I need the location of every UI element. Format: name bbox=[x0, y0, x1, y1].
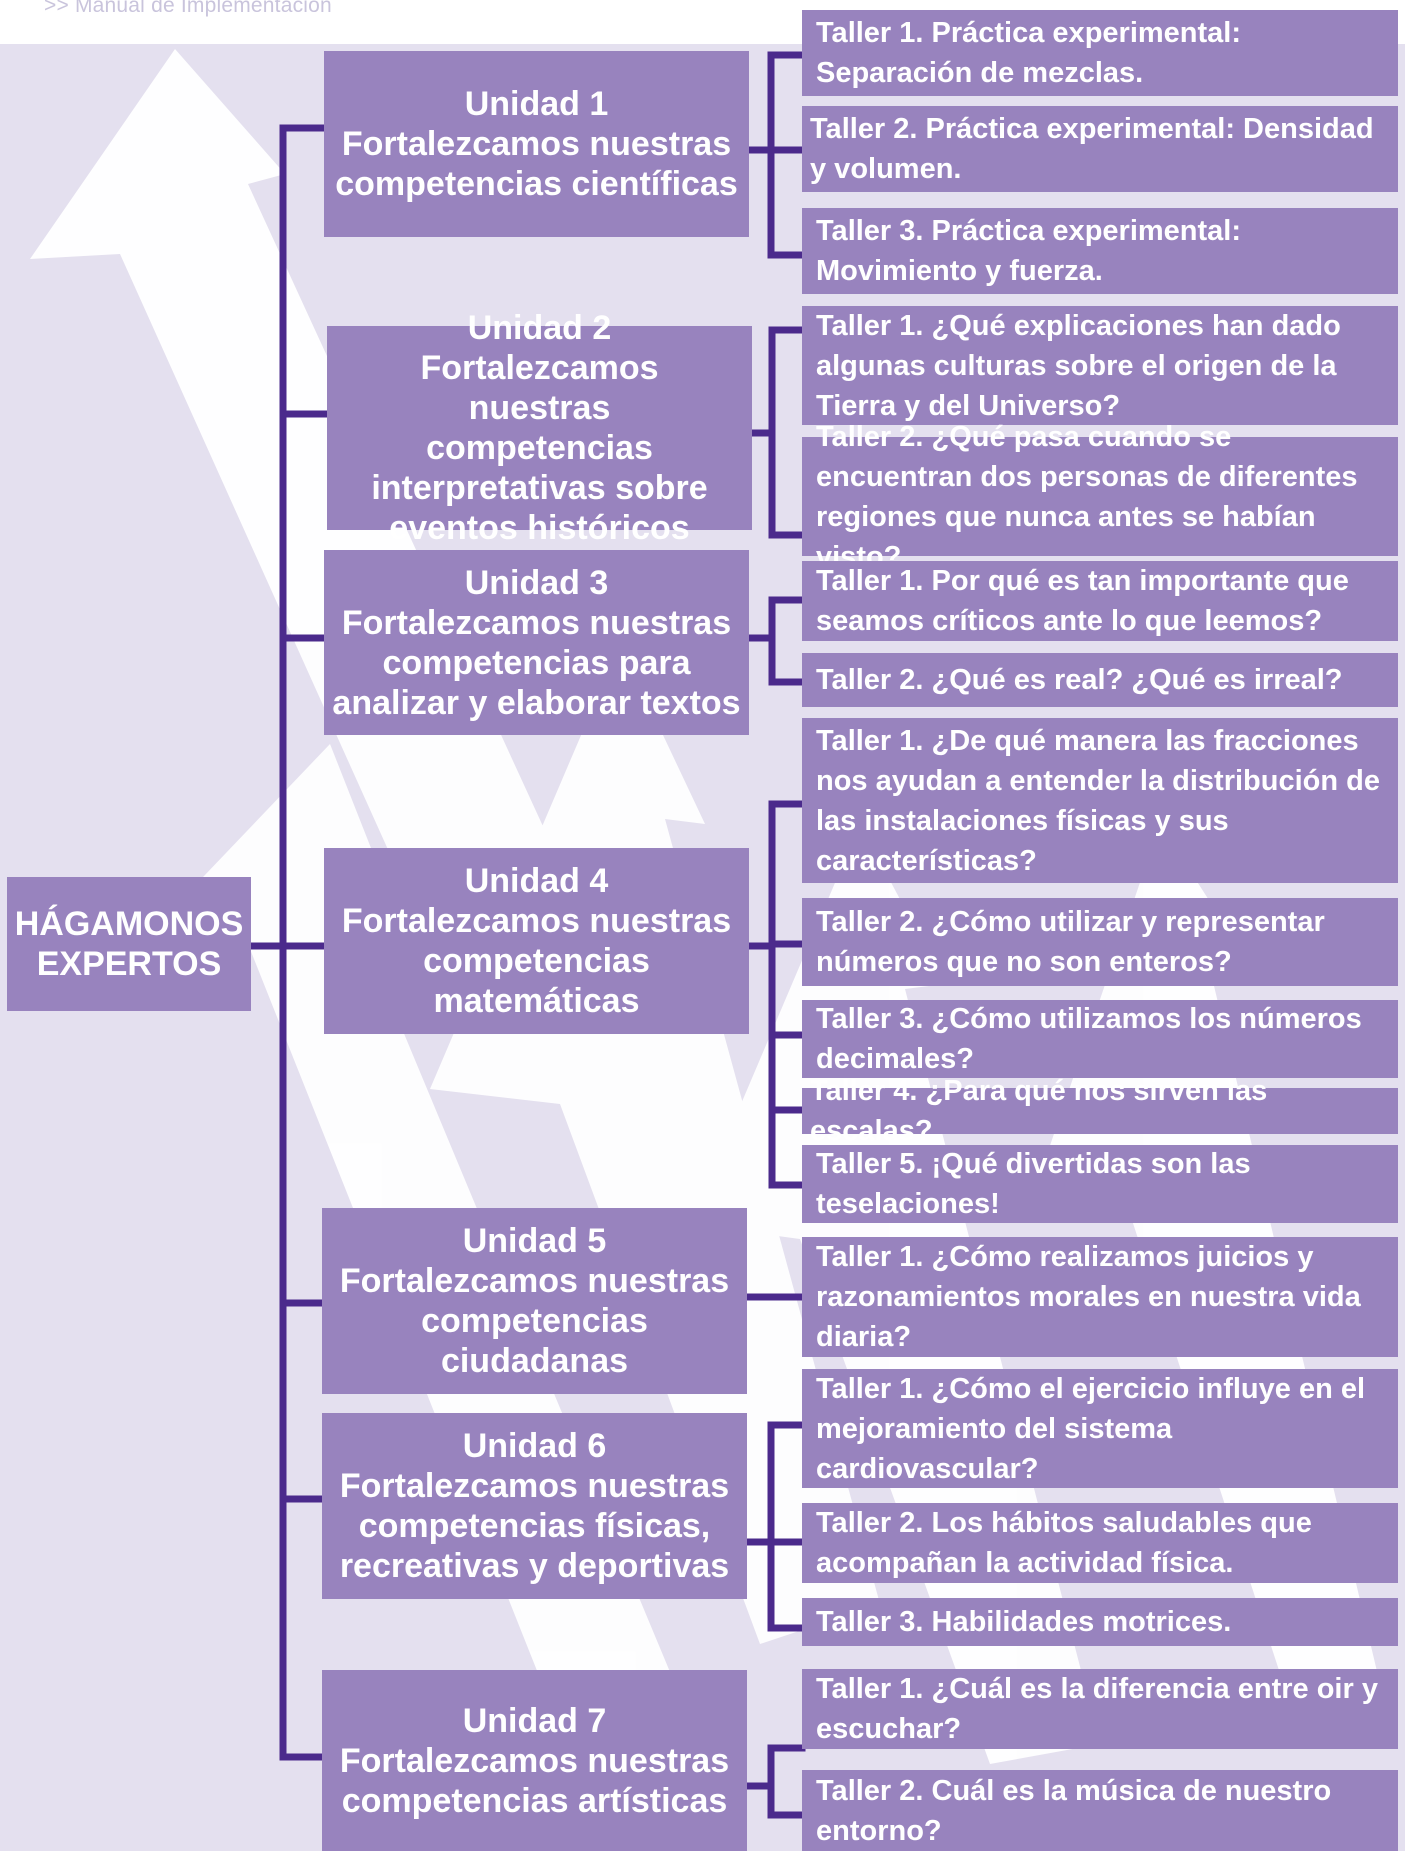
taller-label: Taller 2. ¿Cómo utilizar y representar n… bbox=[816, 906, 1325, 978]
taller-label: Taller 3. Habilidades motrices. bbox=[816, 1606, 1232, 1638]
unit-title: Unidad 3 bbox=[464, 563, 609, 602]
unit-4-taller-3: Taller 3. ¿Cómo utilizamos los números d… bbox=[802, 1000, 1398, 1078]
unit-6-taller-3: Taller 3. Habilidades motrices. bbox=[802, 1598, 1398, 1646]
taller-label: Taller 1. ¿Cómo realizamos juicios y raz… bbox=[816, 1241, 1361, 1353]
unit-3-box: Unidad 3 Fortalezcamos nuestras competen… bbox=[324, 550, 749, 735]
unit-4-taller-1: Taller 1. ¿De qué manera las fracciones … bbox=[802, 718, 1398, 883]
taller-label: Taller 2. Los hábitos saludables que aco… bbox=[816, 1507, 1312, 1579]
unit-title: Unidad 7 bbox=[462, 1701, 607, 1740]
taller-label: Taller 4. ¿Para qué nos sirven las escal… bbox=[810, 1075, 1268, 1147]
taller-label: Taller 3. Práctica experimental: Movimie… bbox=[816, 215, 1242, 287]
unit-2-taller-1: Taller 1. ¿Qué explicaciones han dado al… bbox=[802, 306, 1398, 425]
taller-label: Taller 1. Por qué es tan importante que … bbox=[816, 565, 1349, 637]
unit-title: Unidad 2 bbox=[467, 309, 612, 347]
unit-5-taller-1: Taller 1. ¿Cómo realizamos juicios y raz… bbox=[802, 1237, 1398, 1357]
unit-title: Unidad 5 bbox=[462, 1222, 607, 1260]
unit-7-taller-1: Taller 1. ¿Cuál es la diferencia entre o… bbox=[802, 1669, 1398, 1749]
unit-subtitle: Fortalezcamos nuestras competencias artí… bbox=[339, 1741, 730, 1820]
taller-label: Taller 1. ¿De qué manera las fracciones … bbox=[816, 724, 1380, 877]
unit-4-taller-5: Taller 5. ¡Qué divertidas son las tesela… bbox=[802, 1145, 1398, 1223]
page-header: >> Manual de Implementación bbox=[44, 0, 332, 17]
taller-label: Taller 2. Cuál es la música de nuestro e… bbox=[816, 1774, 1332, 1847]
unit-1-taller-2: Taller 2. Práctica experimental: Densida… bbox=[802, 106, 1398, 192]
unit-1-box: Unidad 1 Fortalezcamos nuestras competen… bbox=[324, 51, 749, 237]
unit-title: Unidad 4 bbox=[464, 862, 609, 900]
unit-2-box: Unidad 2 Fortalezcamos nuestras competen… bbox=[327, 309, 752, 547]
unit-subtitle: Fortalezcamos nuestras competencias ciud… bbox=[339, 1262, 730, 1380]
unit-1-taller-3: Taller 3. Práctica experimental: Movimie… bbox=[802, 208, 1398, 294]
unit-4-box: Unidad 4 Fortalezcamos nuestras competen… bbox=[324, 848, 749, 1034]
root-node: HÁGAMONOS EXPERTOS bbox=[7, 877, 251, 1011]
unit-subtitle: Fortalezcamos nuestras competencias para… bbox=[332, 603, 741, 722]
unit-subtitle: Fortalezcamos nuestras competencias físi… bbox=[339, 1467, 730, 1585]
taller-label: Taller 5. ¡Qué divertidas son las tesela… bbox=[816, 1148, 1251, 1220]
unit-1-taller-1: Taller 1. Práctica experimental: Separac… bbox=[802, 10, 1398, 96]
taller-label: Taller 2. ¿Qué es real? ¿Qué es irreal? bbox=[816, 664, 1343, 696]
unit-5-box: Unidad 5 Fortalezcamos nuestras competen… bbox=[322, 1208, 747, 1394]
taller-label: Taller 1. ¿Qué explicaciones han dado al… bbox=[816, 309, 1341, 422]
root-line-2: EXPERTOS bbox=[36, 945, 222, 983]
unit-4-taller-2: Taller 2. ¿Cómo utilizar y representar n… bbox=[802, 898, 1398, 986]
unit-subtitle: Fortalezcamos nuestras competencias mate… bbox=[341, 902, 732, 1020]
unit-7-box: Unidad 7 Fortalezcamos nuestras competen… bbox=[322, 1670, 747, 1851]
taller-label: Taller 3. ¿Cómo utilizamos los números d… bbox=[816, 1003, 1362, 1075]
taller-label: Taller 1. ¿Cuál es la diferencia entre o… bbox=[816, 1673, 1378, 1745]
taller-label: Taller 2. Práctica experimental: Densida… bbox=[810, 113, 1374, 185]
unit-3-taller-1: Taller 1. Por qué es tan importante que … bbox=[802, 561, 1398, 641]
unit-title: Unidad 1 bbox=[464, 85, 609, 123]
taller-label: Taller 1. ¿Cómo el ejercicio influye en … bbox=[816, 1372, 1366, 1485]
root-line-1: HÁGAMONOS bbox=[14, 905, 244, 943]
unit-3-taller-2: Taller 2. ¿Qué es real? ¿Qué es irreal? bbox=[802, 653, 1398, 707]
taller-label: Taller 2. ¿Qué pasa cuando se encuentran… bbox=[816, 420, 1358, 573]
taller-label: Taller 1. Práctica experimental: Separac… bbox=[816, 17, 1242, 89]
unit-title: Unidad 6 bbox=[462, 1427, 607, 1465]
unit-6-box: Unidad 6 Fortalezcamos nuestras competen… bbox=[322, 1413, 747, 1599]
unit-subtitle: Fortalezcamos nuestras competencias cien… bbox=[335, 125, 738, 203]
unit-2-taller-2: Taller 2. ¿Qué pasa cuando se encuentran… bbox=[802, 421, 1398, 573]
unit-subtitle: Fortalezcamos nuestras competencias inte… bbox=[371, 349, 708, 547]
unit-7-taller-2: Taller 2. Cuál es la música de nuestro e… bbox=[802, 1770, 1398, 1851]
unit-6-taller-1: Taller 1. ¿Cómo el ejercicio influye en … bbox=[802, 1369, 1398, 1488]
unit-4-taller-4: Taller 4. ¿Para qué nos sirven las escal… bbox=[802, 1075, 1398, 1147]
unit-6-taller-2: Taller 2. Los hábitos saludables que aco… bbox=[802, 1503, 1398, 1583]
